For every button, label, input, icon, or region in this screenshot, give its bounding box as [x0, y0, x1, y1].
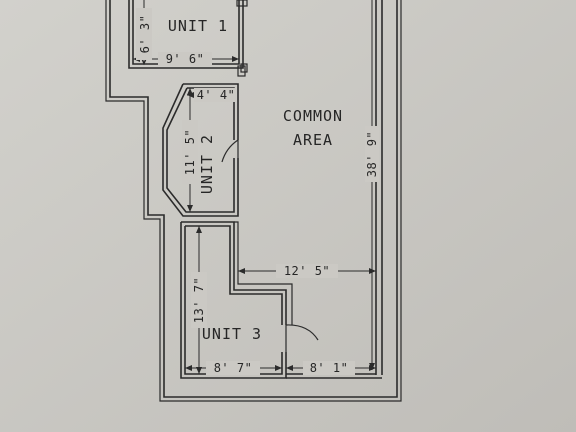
- outer-wall: [109, 0, 398, 398]
- unit2-post: [237, 65, 246, 77]
- dim-mask: [365, 126, 379, 182]
- dim-arrow: [232, 56, 239, 62]
- unit1-label: UNIT 1: [168, 17, 228, 35]
- unit3-label: UNIT 3: [202, 325, 262, 343]
- bottom-right-width-label: 8' 1": [310, 361, 349, 375]
- unit2-height-label: 11' 5": [183, 129, 197, 175]
- dim-arrow: [187, 205, 193, 212]
- common-area-label-line1: COMMON: [283, 107, 343, 125]
- common-right-wall: [375, 0, 383, 375]
- dim-arrow: [196, 367, 202, 374]
- common-area-label-line2: AREA: [293, 131, 333, 149]
- dim-mask: [136, 8, 152, 60]
- unit1-height-label: 6' 3": [138, 15, 152, 54]
- common-width-label: 12' 5": [284, 264, 330, 278]
- unit1-width-label: 9' 6": [166, 52, 205, 66]
- dim-mask: [276, 264, 338, 278]
- common-height-label: 38' 9": [365, 131, 379, 177]
- dim-arrow: [238, 268, 245, 274]
- dim-mask: [158, 52, 212, 66]
- dim-mask: [194, 88, 236, 102]
- dim-mask: [191, 272, 207, 328]
- dim-mask: [206, 361, 260, 375]
- dim-arrow: [185, 365, 192, 371]
- dim-arrow: [187, 88, 193, 95]
- dim-mask: [182, 120, 198, 184]
- unit2-top-label: 4' 4": [197, 88, 236, 102]
- dim-arrow: [369, 268, 376, 274]
- dim-mask: [303, 361, 355, 375]
- unit1-post: [236, 0, 248, 7]
- unit2-door-swing: [221, 139, 239, 163]
- unit1-corner-post: [240, 63, 248, 73]
- dim-arrow: [196, 226, 202, 233]
- unit2-walls: [162, 83, 239, 217]
- unit3-height-label: 13' 7": [192, 277, 206, 323]
- dim-arrow: [369, 365, 376, 371]
- unit3-side-walls: [234, 221, 293, 325]
- outer-wall-inner: [105, 0, 402, 402]
- unit3-door-swing: [285, 324, 319, 352]
- dim-arrow: [286, 365, 293, 371]
- unit2-label: UNIT 2: [198, 134, 216, 194]
- unit3-width-label: 8' 7": [214, 361, 253, 375]
- dim-arrow: [275, 365, 282, 371]
